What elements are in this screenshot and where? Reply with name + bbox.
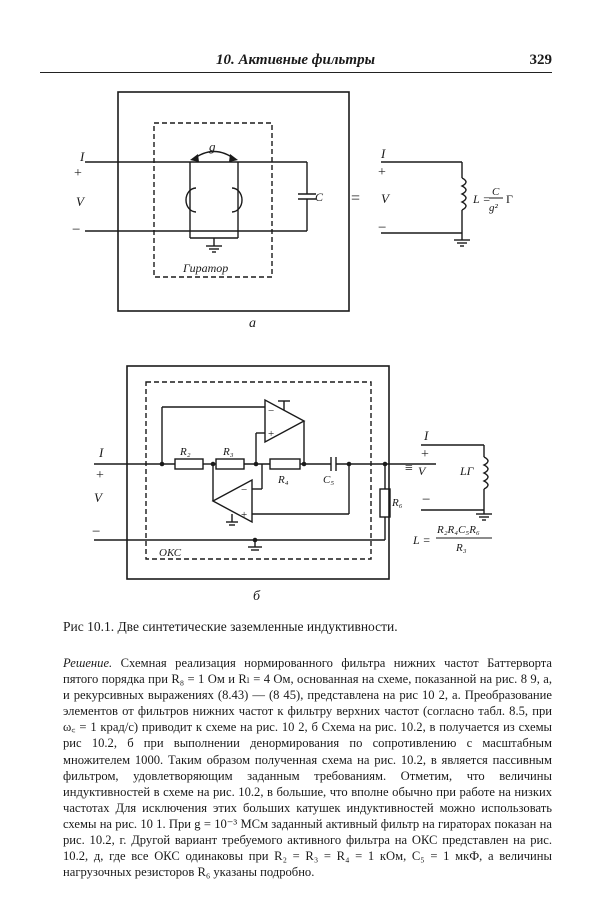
fig-b-minus: − <box>92 524 100 540</box>
opamp-top-plus: + <box>268 428 274 440</box>
r6-label: R₆ <box>391 497 403 509</box>
junction-dot <box>301 461 307 467</box>
figure-caption: Рис 10.1. Две синтетические заземленные … <box>63 619 398 634</box>
figure-b-circuit <box>94 365 492 580</box>
fig-b-voltage-label: V <box>94 490 104 505</box>
fig-b-right-plus: + <box>421 447 429 462</box>
inductance-lhs: L = <box>472 192 491 206</box>
r4-label: R₄ <box>277 474 289 486</box>
opamp-bottom-plus: + <box>241 509 247 521</box>
fig-a-right-plus: + <box>378 165 386 180</box>
chapter-title: 10. Активные фильтры <box>216 52 375 68</box>
inductance-unit: Г <box>506 192 513 206</box>
opamp-top-minus: − <box>268 405 274 417</box>
junction-dot <box>346 461 352 467</box>
junction-dot <box>252 537 258 543</box>
fig-a-sublabel: a <box>249 316 256 331</box>
junction-dot <box>210 461 216 467</box>
formula-denominator: R₃ <box>455 542 467 554</box>
fig-b-right-minus: − <box>422 492 430 508</box>
fig-b-sublabel: б <box>253 589 261 604</box>
r2-label: R₂ <box>179 446 191 458</box>
solution-lead: Решение. <box>63 656 113 670</box>
figure-a-circuit <box>85 91 470 312</box>
fig-a-right-voltage: V <box>381 191 391 206</box>
fig-b-right-voltage: V <box>418 464 427 478</box>
junction-dot <box>253 461 259 467</box>
body-text: Решение. Схемная реализация нормированно… <box>63 655 552 880</box>
fig-a-current-label: I <box>79 149 85 164</box>
fig-a-voltage-label: V <box>76 194 86 209</box>
formula-numerator: R₂R₄C₅R₆ <box>436 524 480 536</box>
oks-label: ОКС <box>159 547 182 559</box>
fig-a-capacitor-label: C <box>315 190 324 204</box>
g-arrowhead-right <box>229 154 238 162</box>
fig-a-g-label: g <box>209 139 216 154</box>
solution-text: Схемная реализация нормированного фильтр… <box>63 656 552 880</box>
header-rule <box>40 72 552 73</box>
page-number: 329 <box>529 52 553 68</box>
fig-b-right-current: I <box>423 428 429 443</box>
gyrator-label: Гиратор <box>182 261 228 275</box>
solution-paragraph: Решение. Схемная реализация нормированно… <box>63 655 552 880</box>
inductance-denominator: g² <box>489 202 499 214</box>
junction-dot <box>382 461 388 467</box>
opamp-bottom-minus: − <box>241 484 247 496</box>
fig-b-right-inductance: LГ <box>459 464 475 478</box>
fig-a-right-minus: − <box>378 220 386 236</box>
g-arrowhead-left <box>190 154 199 162</box>
fig-b-current-label: I <box>98 445 104 460</box>
c5-label: C₅ <box>323 474 334 486</box>
inductance-numerator: C <box>492 186 500 198</box>
fig-b-plus: + <box>96 468 104 483</box>
fig-a-minus: − <box>72 222 80 238</box>
junction-dot <box>159 461 165 467</box>
fig-a-right-current: I <box>380 146 386 161</box>
fig-a-plus: + <box>74 166 82 181</box>
fig-a-equiv-sign: = <box>351 190 360 207</box>
r3-label: R₃ <box>222 446 234 458</box>
fig-b-equiv-sign: ≡ <box>405 461 413 476</box>
page-header: 10. Активные фильтры 329 <box>40 52 552 74</box>
figure-10-1: I + V − g C Гиратор = I + V − L = C g² Г… <box>72 91 513 604</box>
formula-lhs: L = <box>412 533 431 547</box>
